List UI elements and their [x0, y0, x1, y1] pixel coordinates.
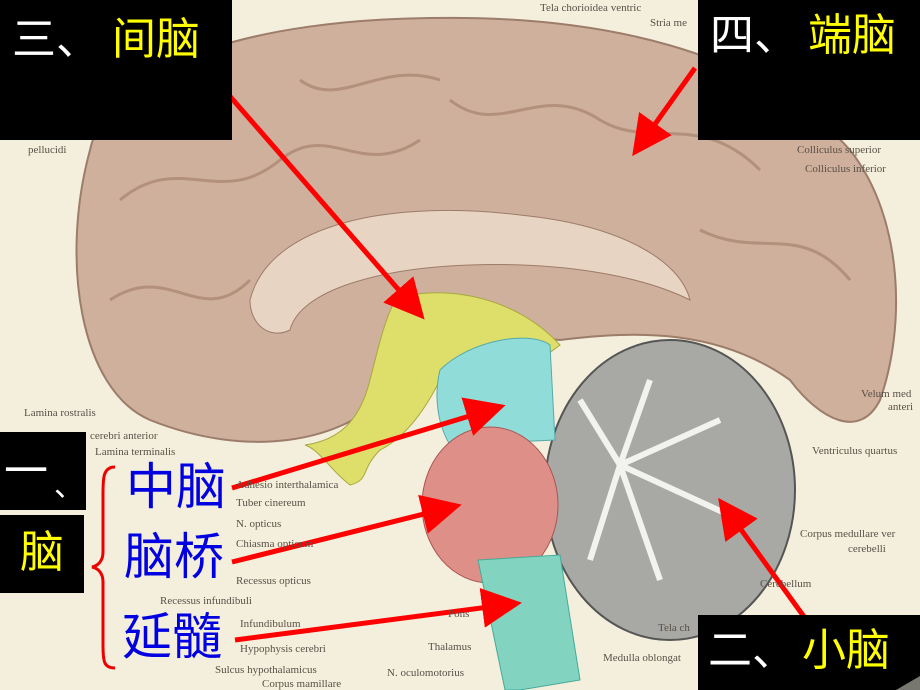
label-tela: Tela ch	[658, 622, 690, 634]
title-box-brainstem-bottom: 脑	[0, 515, 84, 593]
label-adhesio: Adhesio interthalamica	[236, 479, 338, 491]
corpus-callosum	[249, 209, 691, 334]
label-n-oculomotorius: N. oculomotorius	[387, 667, 464, 679]
title-cerebellum: 小脑	[802, 625, 890, 676]
label-lamina-terminalis: Lamina terminalis	[95, 446, 175, 458]
label-thalamus: Thalamus	[428, 641, 471, 653]
label-corpus-mamillare: Corpus mamillare	[262, 678, 341, 690]
arbor-vitae	[577, 379, 742, 581]
label-recessus-opticus: Recessus opticus	[236, 575, 311, 587]
title-number: 一	[4, 446, 48, 497]
label-lamina-rostralis: Lamina rostralis	[24, 407, 96, 419]
title-number: 三、	[12, 14, 100, 65]
label-stria: Stria me	[650, 17, 687, 29]
label-pons-cn: 脑桥	[124, 528, 224, 586]
label-colliculus-inferior: Colliculus inferior	[805, 163, 886, 175]
label-velum: Velum med	[861, 388, 912, 400]
label-corpus-medullare-2: cerebelli	[848, 543, 886, 555]
label-pellucidi: pellucidi	[28, 144, 67, 156]
label-medulla-cn: 延髓	[122, 608, 222, 666]
brace	[91, 465, 116, 670]
arrow-cerebellum	[718, 497, 813, 627]
title-telencephalon: 端脑	[808, 10, 896, 61]
title-box-brainstem-top: 一 、	[0, 432, 86, 510]
arrow-telencephalon	[632, 66, 698, 157]
label-tela-chorioidea: Tela chorioidea ventric	[540, 2, 641, 14]
title-brainstem: 脑	[20, 527, 64, 578]
title-separator: 、	[54, 469, 84, 504]
title-number: 二、	[708, 625, 796, 676]
title-box-telencephalon: 四、 端脑	[698, 0, 920, 140]
label-velum-2: anteri	[888, 401, 913, 413]
label-commissura: cerebri anterior	[90, 430, 158, 442]
label-recessus-infundibuli: Recessus infundibuli	[160, 595, 252, 607]
arrow-medulla	[234, 588, 522, 643]
label-medulla: Medulla oblongat	[603, 652, 681, 664]
label-midbrain: 中脑	[126, 458, 226, 516]
label-infundibulum: Infundibulum	[240, 618, 301, 630]
title-box-cerebellum: 二、 小脑	[698, 615, 920, 690]
title-box-diencephalon: 三、 间脑	[0, 0, 232, 140]
label-colliculus-superior: Colliculus superior	[797, 144, 881, 156]
label-pons: Pons	[448, 608, 469, 620]
arrow-midbrain	[231, 397, 506, 491]
title-number: 四、	[710, 10, 798, 61]
label-sulcus: Sulcus hypothalamicus	[215, 664, 317, 676]
label-n-opticus: N. opticus	[236, 518, 281, 530]
label-cerebellum: Cerebellum	[760, 578, 812, 590]
arrow-diencephalon	[198, 60, 425, 320]
title-diencephalon: 间脑	[112, 14, 200, 65]
page-corner	[896, 676, 920, 690]
label-ventriculus: Ventriculus quartus	[812, 445, 897, 457]
label-hypophysis: Hypophysis cerebri	[240, 643, 326, 655]
label-corpus-medullare: Corpus medullare ver	[800, 528, 896, 540]
label-chiasma: Chiasma opticum	[236, 538, 314, 550]
medulla	[477, 554, 581, 690]
arrow-pons	[231, 494, 462, 565]
label-tuber: Tuber cinereum	[236, 497, 306, 509]
